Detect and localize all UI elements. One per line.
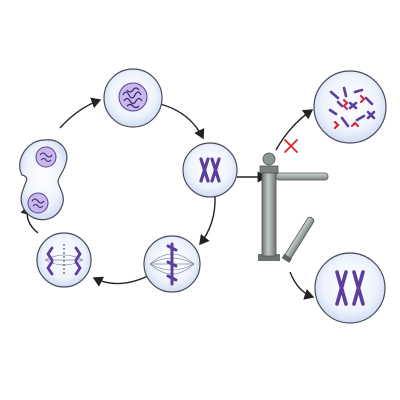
arrow-blocked-path xyxy=(275,109,314,151)
boom-barrier-icon xyxy=(258,152,329,263)
damaged-chromosomes-cell xyxy=(313,70,387,144)
barrier-arm-closed xyxy=(275,172,329,181)
chromatin-icon xyxy=(122,87,143,109)
telophase-cell xyxy=(36,232,92,288)
barrier-base xyxy=(258,254,280,261)
spindle-chromosomes-icon xyxy=(166,242,178,286)
metaphase-cell xyxy=(182,142,238,198)
x-chromosomes-icon xyxy=(199,157,221,183)
barrier-arm-open xyxy=(281,216,315,263)
normal-chromosomes-cell xyxy=(314,252,386,324)
arrow-nucleus-to-metaphase xyxy=(159,103,205,140)
cross-mark-icon xyxy=(284,139,298,153)
x-chromosomes-icon xyxy=(335,270,365,306)
arrow-cytokinesis-to-nucleus xyxy=(59,97,102,129)
cytokinesis-cell xyxy=(19,139,68,221)
barrier-knob xyxy=(262,152,276,166)
nucleus-cell xyxy=(103,68,163,128)
barrier-post xyxy=(261,171,277,257)
two-nuclei-icon xyxy=(27,146,57,214)
arrow-anaphase-to-telophase xyxy=(92,275,149,287)
arrow-metaphase-to-anaphase xyxy=(199,195,216,246)
separating-spindle-icon xyxy=(44,244,84,276)
cycle-arrows xyxy=(20,97,216,287)
fragmented-chromosomes-icon xyxy=(328,86,376,130)
arrow-passed-path xyxy=(289,271,315,300)
anaphase-spindle-cell xyxy=(143,235,201,293)
